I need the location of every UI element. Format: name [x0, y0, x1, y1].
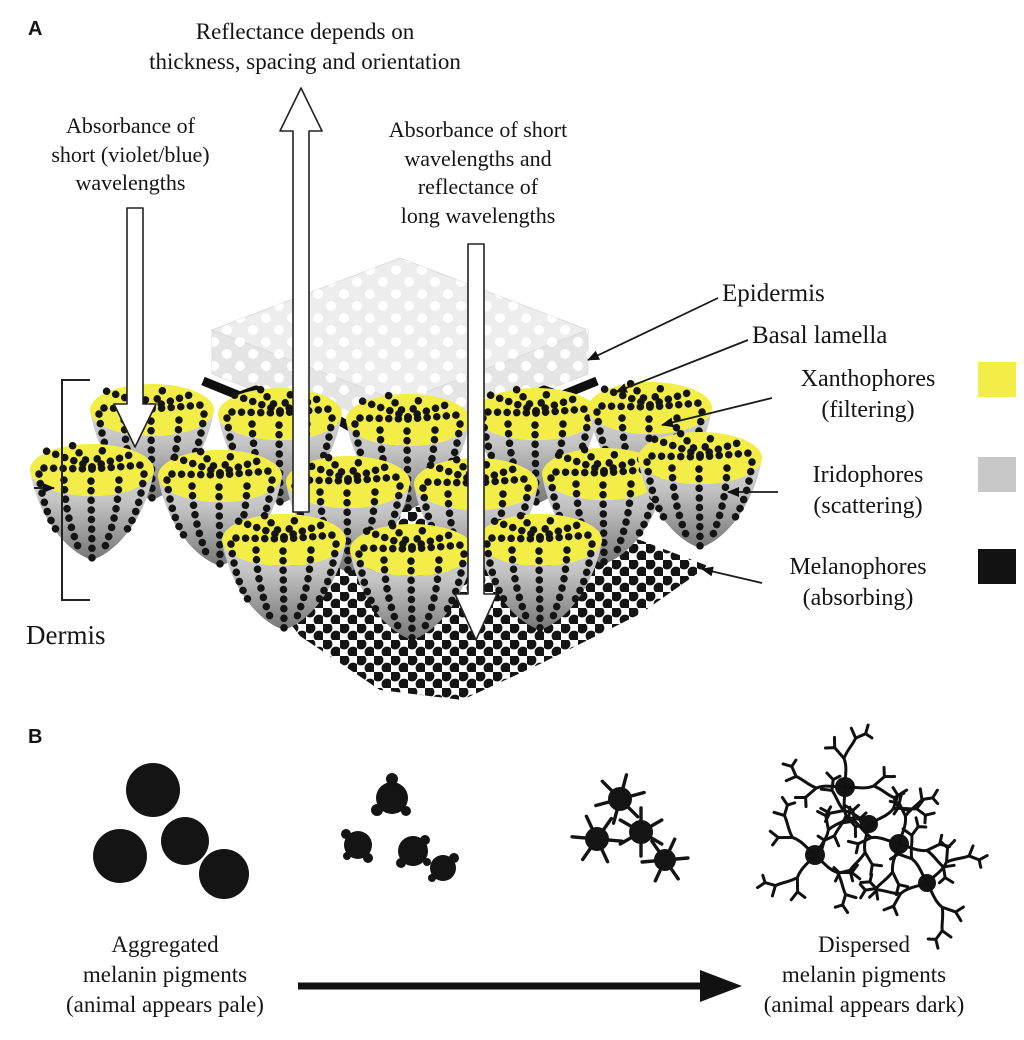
panel-a-label: A [28, 18, 43, 40]
epidermis-label: Epidermis [722, 280, 825, 307]
iridophores-swatch [978, 457, 1016, 492]
partially-aggregated-melanophores [341, 773, 459, 882]
dispersed-caption: Dispersed melanin pigments (animal appea… [763, 932, 965, 1017]
dermis-bracket [61, 379, 90, 601]
chromatophore-unit [30, 444, 154, 560]
melanophores-swatch [978, 549, 1016, 584]
reflectance-arrow [279, 87, 323, 513]
melanophores-label: Melanophores (absorbing) [789, 554, 927, 612]
xanthophores-pointer-line [661, 397, 773, 428]
panel-b-label: B [28, 726, 43, 748]
aggregated-melanophores [93, 763, 249, 899]
dermis-label: Dermis [26, 620, 106, 650]
reflectance-note: Reflectance depends on thickness, spacin… [149, 19, 461, 74]
basal-lamella-pointer-line [615, 339, 749, 393]
absorbance-short-arrow [113, 207, 157, 448]
melanophores-pointer-line [701, 566, 763, 584]
absorbance-long-arrow [454, 243, 498, 641]
basal-lamella-label: Basal lamella [752, 322, 888, 349]
aggregated-caption: Aggregated melanin pigments (animal appe… [66, 932, 264, 1017]
absorbance-long-note: Absorbance of short wavelengths and refl… [388, 117, 568, 228]
xanthophores-label: Xanthophores (filtering) [800, 366, 936, 424]
dispersed-melanophores [751, 716, 993, 952]
partially-dispersed-melanophores [570, 773, 690, 883]
absorbance-short-note: Absorbance of short (violet/blue) wavele… [51, 113, 210, 196]
aggregation-dispersion-arrow [298, 970, 742, 1002]
iridophores-label: Iridophores (scattering) [812, 462, 924, 520]
epidermis-pointer-line [587, 297, 719, 361]
chromatophore-unit [638, 432, 762, 548]
xanthophores-swatch [978, 362, 1016, 397]
